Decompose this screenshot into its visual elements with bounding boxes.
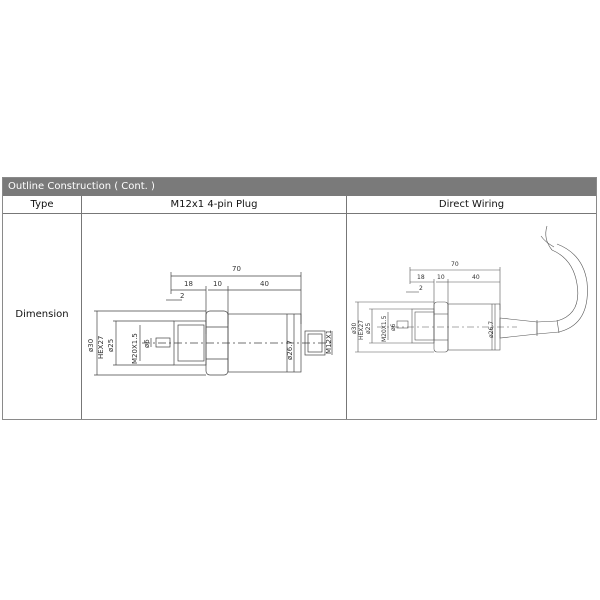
dim-thread-length: 18 [417,274,425,281]
row-label-dimension: Dimension [15,309,69,320]
dim-dia-25: ø25 [365,323,372,334]
dim-hex: HEX27 [358,320,365,340]
dim-dia-6: ø6 [390,323,397,331]
dim-body-length: 40 [260,280,269,288]
drawing-direct-wiring: 70 18 10 40 2 [347,214,596,419]
dim-gap: 2 [419,285,423,292]
dim-hex-length: 10 [437,274,445,281]
dim-thread: M20X1.5 [381,315,388,342]
dim-connector: M12X1 [325,330,333,354]
dim-dia-6: ø6 [143,339,151,348]
dim-total-length: 70 [451,261,459,268]
dim-body-length: 40 [472,274,480,281]
column-divider [81,196,82,419]
dim-hex: HEX27 [97,336,105,359]
header-direct-wiring: Direct Wiring [347,196,596,214]
header-m12-plug: M12x1 4-pin Plug [82,196,346,214]
dim-thread-length: 18 [184,280,193,288]
dim-total-length: 70 [232,265,241,273]
dim-hex-length: 10 [213,280,222,288]
dim-thread: M20X1.5 [131,333,139,364]
dim-dia-25: ø25 [107,339,115,352]
header-type: Type [3,196,81,214]
column-divider [346,196,347,419]
dim-dia-body: ø26.7 [286,340,294,360]
outline-construction-table: Outline Construction ( Cont. ) Type M12x… [2,177,597,420]
drawing-m12-plug: 70 18 10 40 2 [82,214,346,419]
dim-dia-outer: ø30 [87,339,95,352]
table-title: Outline Construction ( Cont. ) [3,178,596,196]
dim-dia-body: ø26.7 [488,321,495,338]
dim-dia-outer: ø30 [351,323,358,334]
dim-gap: 2 [180,292,184,300]
